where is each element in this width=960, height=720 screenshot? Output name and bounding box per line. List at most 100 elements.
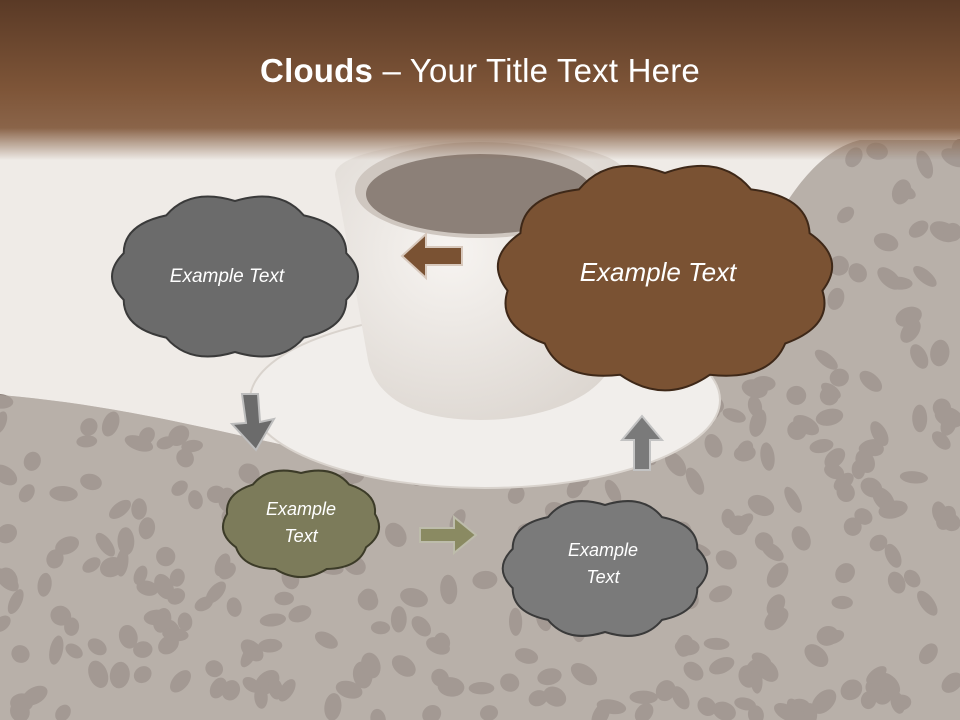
- coffee-bean: [912, 404, 928, 433]
- coffee-bean: [908, 220, 929, 238]
- coffee-bean: [0, 464, 18, 486]
- coffee-bean: [704, 434, 723, 458]
- coffee-bean: [82, 557, 101, 573]
- coffee-bean: [391, 655, 416, 677]
- title-bold-part: Clouds: [260, 52, 374, 89]
- cloud-outline: [496, 164, 834, 392]
- cloud-outline: [501, 500, 709, 637]
- coffee-bean: [685, 467, 705, 495]
- coffee-bean: [910, 344, 929, 369]
- coffee-bean: [268, 677, 283, 700]
- cloud-text: Example Text: [265, 499, 337, 546]
- coffee-bean: [932, 501, 948, 525]
- coffee-bean: [843, 517, 862, 536]
- coffee-bean: [918, 643, 938, 665]
- cloud-outline: [111, 195, 359, 358]
- coffee-bean: [177, 612, 193, 632]
- coffee-bean: [22, 685, 48, 706]
- coffee-bean: [764, 607, 789, 631]
- coffee-bean: [917, 590, 938, 616]
- coffee-bean: [238, 463, 260, 484]
- coffee-bean: [171, 480, 188, 496]
- coffee-bean: [472, 570, 498, 590]
- coffee-bean: [479, 705, 499, 720]
- coffee-bean: [288, 605, 312, 623]
- coffee-bean: [873, 233, 899, 252]
- coffee-bean: [422, 704, 442, 720]
- cloud-middle-left: Example Text: [218, 465, 384, 580]
- coffee-bean: [804, 644, 829, 668]
- coffee-bean: [258, 638, 283, 653]
- title-separator: –: [373, 52, 410, 89]
- coffee-bean: [829, 255, 849, 276]
- coffee-bean: [885, 276, 913, 290]
- cloud-shape-icon: [111, 195, 359, 358]
- coffee-bean: [133, 565, 148, 585]
- coffee-bean: [913, 265, 937, 287]
- coffee-bean: [109, 499, 131, 519]
- coffee-bean: [831, 595, 853, 610]
- coffee-bean: [655, 680, 676, 702]
- coffee-bean: [840, 679, 863, 701]
- coffee-bean: [76, 435, 98, 448]
- coffee-bean: [109, 661, 130, 689]
- coffee-bean: [791, 526, 811, 551]
- coffee-bean: [242, 676, 261, 693]
- coffee-bean: [0, 411, 8, 434]
- coffee-bean: [0, 615, 11, 633]
- coffee-bean: [95, 532, 115, 557]
- coffee-bean: [722, 408, 746, 423]
- coffee-bean: [55, 704, 71, 720]
- coffee-bean: [715, 550, 737, 570]
- coffee-bean: [277, 679, 296, 702]
- coffee-bean: [156, 436, 175, 450]
- coffee-bean: [370, 621, 391, 635]
- coffee-bean: [138, 517, 156, 540]
- coffee-bean: [324, 693, 342, 720]
- coffee-bean: [859, 370, 883, 392]
- coffee-bean: [811, 689, 837, 714]
- cloud-shape-icon: [221, 469, 381, 579]
- coffee-bean: [674, 638, 700, 656]
- coffee-bean: [136, 580, 159, 596]
- coffee-bean: [814, 349, 838, 370]
- coffee-bean: [943, 222, 960, 242]
- coffee-bean: [49, 635, 64, 665]
- coffee-bean: [87, 638, 107, 656]
- coffee-bean: [816, 625, 839, 646]
- coffee-bean: [809, 439, 834, 454]
- coffee-bean: [773, 703, 800, 720]
- coffee-bean: [709, 656, 735, 675]
- coffee-bean: [878, 500, 908, 519]
- coffee-bean: [18, 484, 35, 503]
- coffee-bean: [940, 413, 957, 436]
- coffee-bean: [932, 398, 952, 418]
- coffee-bean: [64, 617, 80, 636]
- cloud-top-right: Example Text: [496, 164, 834, 392]
- cloud-bottom-right: Example Text: [500, 497, 710, 640]
- coffee-bean: [440, 574, 458, 605]
- coffee-bean: [815, 408, 844, 426]
- coffee-bean: [733, 445, 756, 462]
- coffee-bean: [756, 658, 779, 682]
- coffee-bean: [162, 627, 189, 642]
- coffee-bean: [866, 666, 887, 684]
- coffee-bean: [703, 637, 730, 650]
- coffee-bean: [431, 668, 449, 687]
- coffee-bean: [570, 663, 598, 686]
- slide-title: Clouds – Your Title Text Here: [0, 52, 960, 90]
- coffee-bean: [683, 661, 704, 681]
- coffee-bean: [604, 479, 622, 504]
- coffee-bean: [899, 471, 928, 484]
- coffee-bean: [433, 632, 451, 652]
- coffee-bean: [784, 486, 802, 513]
- coffee-bean: [884, 543, 902, 568]
- coffee-bean: [895, 306, 922, 327]
- cloud-outline: [221, 469, 381, 579]
- coffee-bean: [314, 631, 338, 649]
- coffee-bean: [903, 569, 921, 588]
- coffee-bean: [65, 643, 83, 659]
- coffee-bean: [88, 660, 109, 688]
- coffee-bean: [11, 645, 30, 663]
